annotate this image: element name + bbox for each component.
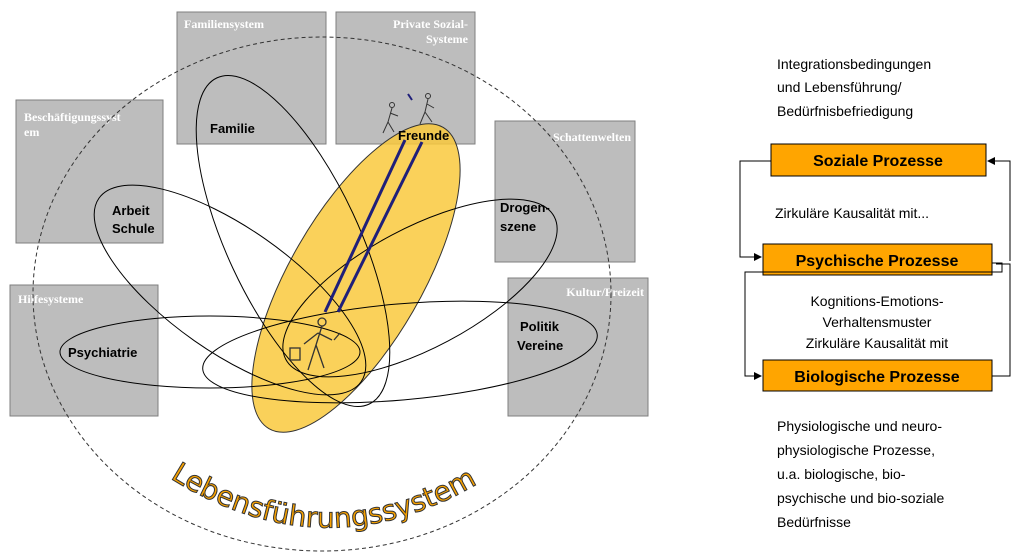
lebensfuehrungssystem-title: Lebensführungssystem (166, 456, 481, 535)
system-box-familiensystem: Familiensystem (176, 11, 327, 145)
intro-line-2: und Lebensführung/ (777, 79, 902, 95)
kognition-line-3: Zirkuläre Kausalität mit (806, 335, 948, 351)
box-soziale-prozesse (770, 143, 987, 177)
outro-line-5: Bedürfnisse (777, 514, 851, 530)
system-box-private-sozial-systeme: Private Sozial- Systeme (335, 11, 476, 145)
svg-text:Systeme: Systeme (426, 32, 469, 46)
intro-line-1: Integrationsbedingungen (777, 56, 931, 72)
person-icon-center (289, 317, 341, 371)
label-arbeit: Arbeit (112, 203, 150, 218)
svg-text:em: em (24, 125, 39, 139)
label-vereine: Vereine (517, 338, 563, 353)
soziale-prozesse-label: Soziale Prozesse (813, 153, 943, 170)
lebensfuehrung-circle (32, 36, 612, 552)
box-biologische-prozesse (762, 359, 993, 392)
label-drogen: Drogen- (500, 200, 550, 215)
system-box-kultur-freizeit: Kultur/Freizeit (507, 277, 649, 417)
outro-line-2: physiologische Prozesse, (777, 442, 935, 458)
ellipse-psychiatrie (59, 315, 361, 389)
label-politik: Politik (520, 319, 560, 334)
friend-connectors (323, 139, 424, 313)
label-psychiatrie: Psychiatrie (68, 345, 137, 360)
ellipse-familie (195, 74, 391, 408)
svg-text:Familiensystem: Familiensystem (184, 17, 264, 31)
label-freunde: Freunde (398, 128, 449, 143)
zirkulaer-text-1: Zirkuläre Kausalität mit... (775, 205, 929, 221)
box-psychische-prozesse (762, 243, 993, 276)
feedback-arrows (739, 157, 1011, 380)
outro-line-3: u.a. biologische, bio- (777, 466, 906, 482)
label-szene: szene (500, 219, 536, 234)
psychische-prozesse-label: Psychische Prozesse (796, 253, 959, 270)
kognition-line-1: Kognitions-Emotions- (810, 293, 943, 309)
relationship-ellipses (59, 74, 598, 408)
ellipse-arbeit (93, 184, 367, 396)
svg-text:Private Sozial-: Private Sozial- (393, 17, 468, 31)
biologische-prozesse-label: Biologische Prozesse (794, 369, 959, 386)
system-box-beschaeftigungssystem: Beschäftigungssyst em (15, 99, 164, 244)
system-box-hilfesysteme: Hilfesysteme (9, 284, 159, 417)
label-schule: Schule (112, 221, 155, 236)
label-familie: Familie (210, 121, 255, 136)
outro-line-1: Physiologische und neuro- (777, 418, 942, 434)
svg-text:Hilfesysteme: Hilfesysteme (18, 292, 84, 306)
right-panel: Integrationsbedingungen und Lebensführun… (739, 56, 1011, 530)
ellipse-politik (202, 300, 598, 404)
intro-line-3: Bedürfnisbefriedigung (777, 103, 913, 119)
ellipse-drogen (282, 198, 558, 378)
svg-text:Kultur/Freizeit: Kultur/Freizeit (566, 285, 644, 299)
svg-text:Beschäftigungssyst: Beschäftigungssyst (24, 110, 121, 124)
system-box-schattenwelten: Schattenwelten (494, 120, 636, 263)
outro-line-4: psychische und bio-soziale (777, 490, 945, 506)
person-icon-friends (382, 93, 435, 134)
svg-text:Schattenwelten: Schattenwelten (553, 130, 631, 144)
kognition-line-2: Verhaltensmuster (823, 314, 932, 330)
